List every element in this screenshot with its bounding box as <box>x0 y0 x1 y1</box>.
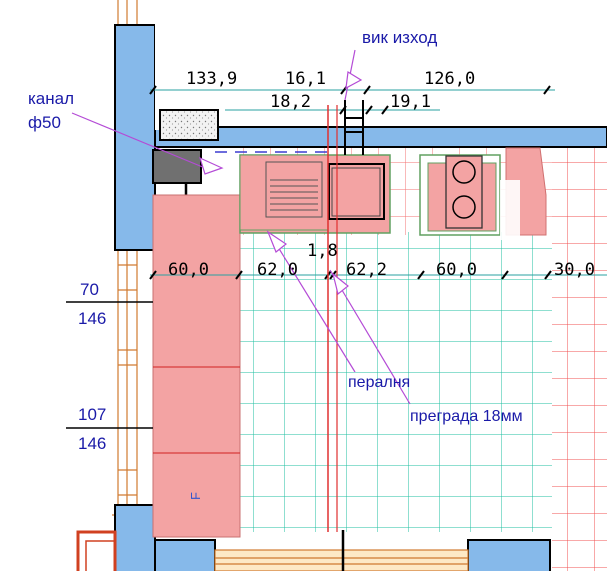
chimney-block <box>159 109 219 141</box>
dim-19-1: 19,1 <box>390 92 431 112</box>
floor-tile-grid-right <box>552 145 607 571</box>
wall-bottom-right <box>467 539 551 571</box>
label-partition: преграда 18мм <box>410 408 523 425</box>
top-window-recess <box>155 20 160 130</box>
leader-lines <box>71 49 411 405</box>
ventilation-duct <box>152 149 202 184</box>
wall-left-upper <box>114 24 156 251</box>
faucet-marker <box>344 100 364 155</box>
dim-133-9: 133,9 <box>186 69 237 89</box>
dim-16-1: 16,1 <box>285 69 326 89</box>
dim-30-0: 30,0 <box>554 260 595 280</box>
door-frame <box>76 530 117 571</box>
wall-bottom-left <box>154 539 216 571</box>
label-vent-exit: вик изход <box>362 28 437 47</box>
sink-bowl <box>328 163 385 220</box>
level-b-bottom: 146 <box>78 434 106 453</box>
dim-60-0-left: 60,0 <box>168 260 209 280</box>
wall-top <box>154 126 607 148</box>
bottom-window <box>214 549 469 571</box>
dim-18-2: 18,2 <box>270 92 311 112</box>
level-a-bottom: 146 <box>78 309 106 328</box>
counter-left <box>152 194 241 538</box>
level-lines <box>66 301 153 429</box>
dimension-ticks <box>149 85 552 280</box>
level-a-top: 70 <box>80 280 99 299</box>
wall-left-lower <box>114 504 156 571</box>
drainboard-lines <box>265 161 323 218</box>
dim-62-2: 62,2 <box>346 260 387 280</box>
dim-62-0: 62,0 <box>257 260 298 280</box>
hob-burner-bottom <box>452 195 476 219</box>
label-channel: канал <box>28 89 74 108</box>
hob-burner-top <box>452 160 476 184</box>
level-b-top: 107 <box>78 405 106 424</box>
dimension-lines-top <box>150 89 607 276</box>
dim-126-0: 126,0 <box>424 69 475 89</box>
label-channel-diameter: ф50 <box>28 113 61 132</box>
dim-60-0-right: 60,0 <box>436 260 477 280</box>
floor-tile-grid <box>240 232 552 532</box>
dim-1-8: 1,8 <box>307 241 338 261</box>
label-sink: пералня <box>348 374 410 391</box>
fridge-mark: F <box>188 492 203 500</box>
